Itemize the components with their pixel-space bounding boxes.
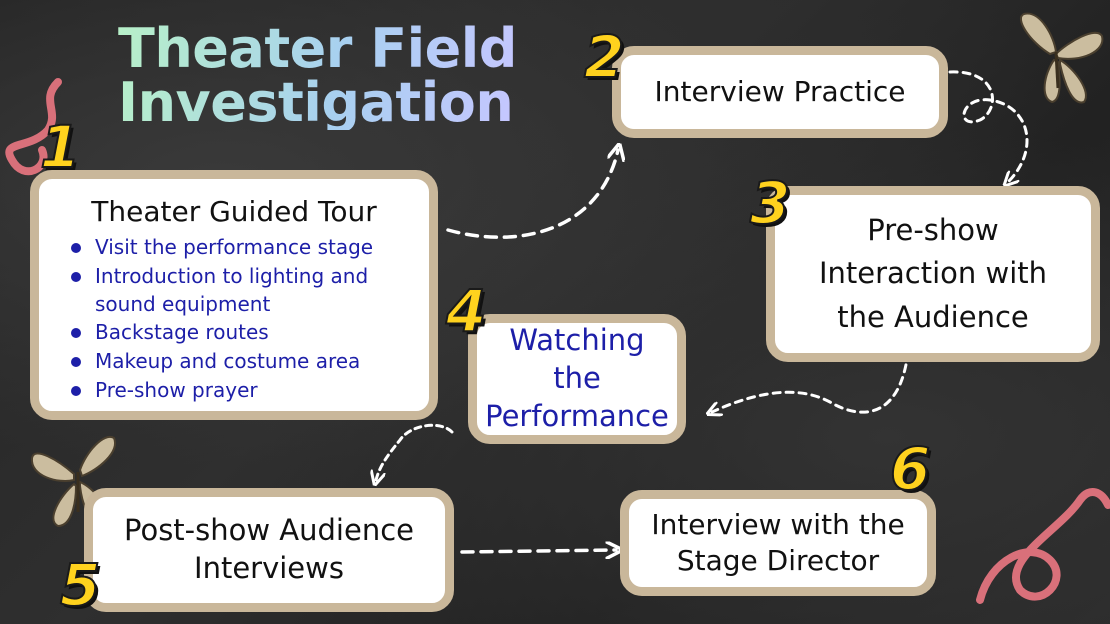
- step-6-box: Interview with the Stage Director: [620, 490, 936, 596]
- list-item: Backstage routes: [69, 318, 429, 347]
- step-2-label: Interview Practice: [654, 75, 906, 109]
- title-line-2: Investigation: [118, 71, 514, 134]
- step-3-label-line: Interaction with: [818, 256, 1048, 291]
- step-1-label: Theater Guided Tour: [91, 195, 377, 228]
- step-6-label-line: Stage Director: [676, 544, 880, 577]
- step-4-label-line: Watching: [509, 323, 645, 358]
- arrow-2-to-3: [948, 70, 1029, 182]
- step-2-number: 2: [583, 23, 625, 91]
- arrow-4-to-5: [376, 423, 454, 480]
- ribbon-icon: [976, 488, 1110, 604]
- step-3-label-line: Pre-show: [867, 212, 999, 247]
- step-5-label-line: Post-show Audience: [124, 513, 414, 548]
- step-5-number: 5: [59, 551, 101, 619]
- step-4-box: Watching the Performance: [468, 314, 686, 444]
- step-6-label-line: Interview with the: [651, 507, 905, 541]
- step-2-box: Interview Practice: [612, 46, 948, 138]
- step-4-label-line: Performance: [485, 398, 669, 433]
- list-item: Pre-show prayer: [69, 376, 429, 405]
- step-3-box: Pre-show Interaction with the Audience: [766, 186, 1100, 362]
- step-1-bullet-list: Visit the performance stage Introduction…: [39, 233, 429, 405]
- list-item: Visit the performance stage: [69, 233, 429, 262]
- step-3-label-line: the Audience: [837, 299, 1029, 334]
- page-title: Theater Field Investigation: [118, 22, 517, 130]
- arrow-1-to-2: [446, 150, 618, 239]
- arrow-5-to-6: [460, 550, 616, 552]
- step-5-box: Post-show Audience Interviews: [84, 488, 454, 612]
- list-item: Introduction to lighting and sound equip…: [69, 262, 429, 318]
- step-1-box: Theater Guided Tour Visit the performanc…: [30, 170, 438, 420]
- butterfly-icon: [1020, 12, 1104, 104]
- step-3-number: 3: [749, 169, 791, 237]
- step-1-number: 1: [39, 113, 81, 181]
- step-4-label-line: the: [553, 361, 601, 396]
- step-6-number: 6: [889, 435, 931, 503]
- step-5-label-line: Interviews: [194, 551, 344, 585]
- step-4-number: 4: [445, 277, 487, 345]
- list-item: Makeup and costume area: [69, 347, 429, 376]
